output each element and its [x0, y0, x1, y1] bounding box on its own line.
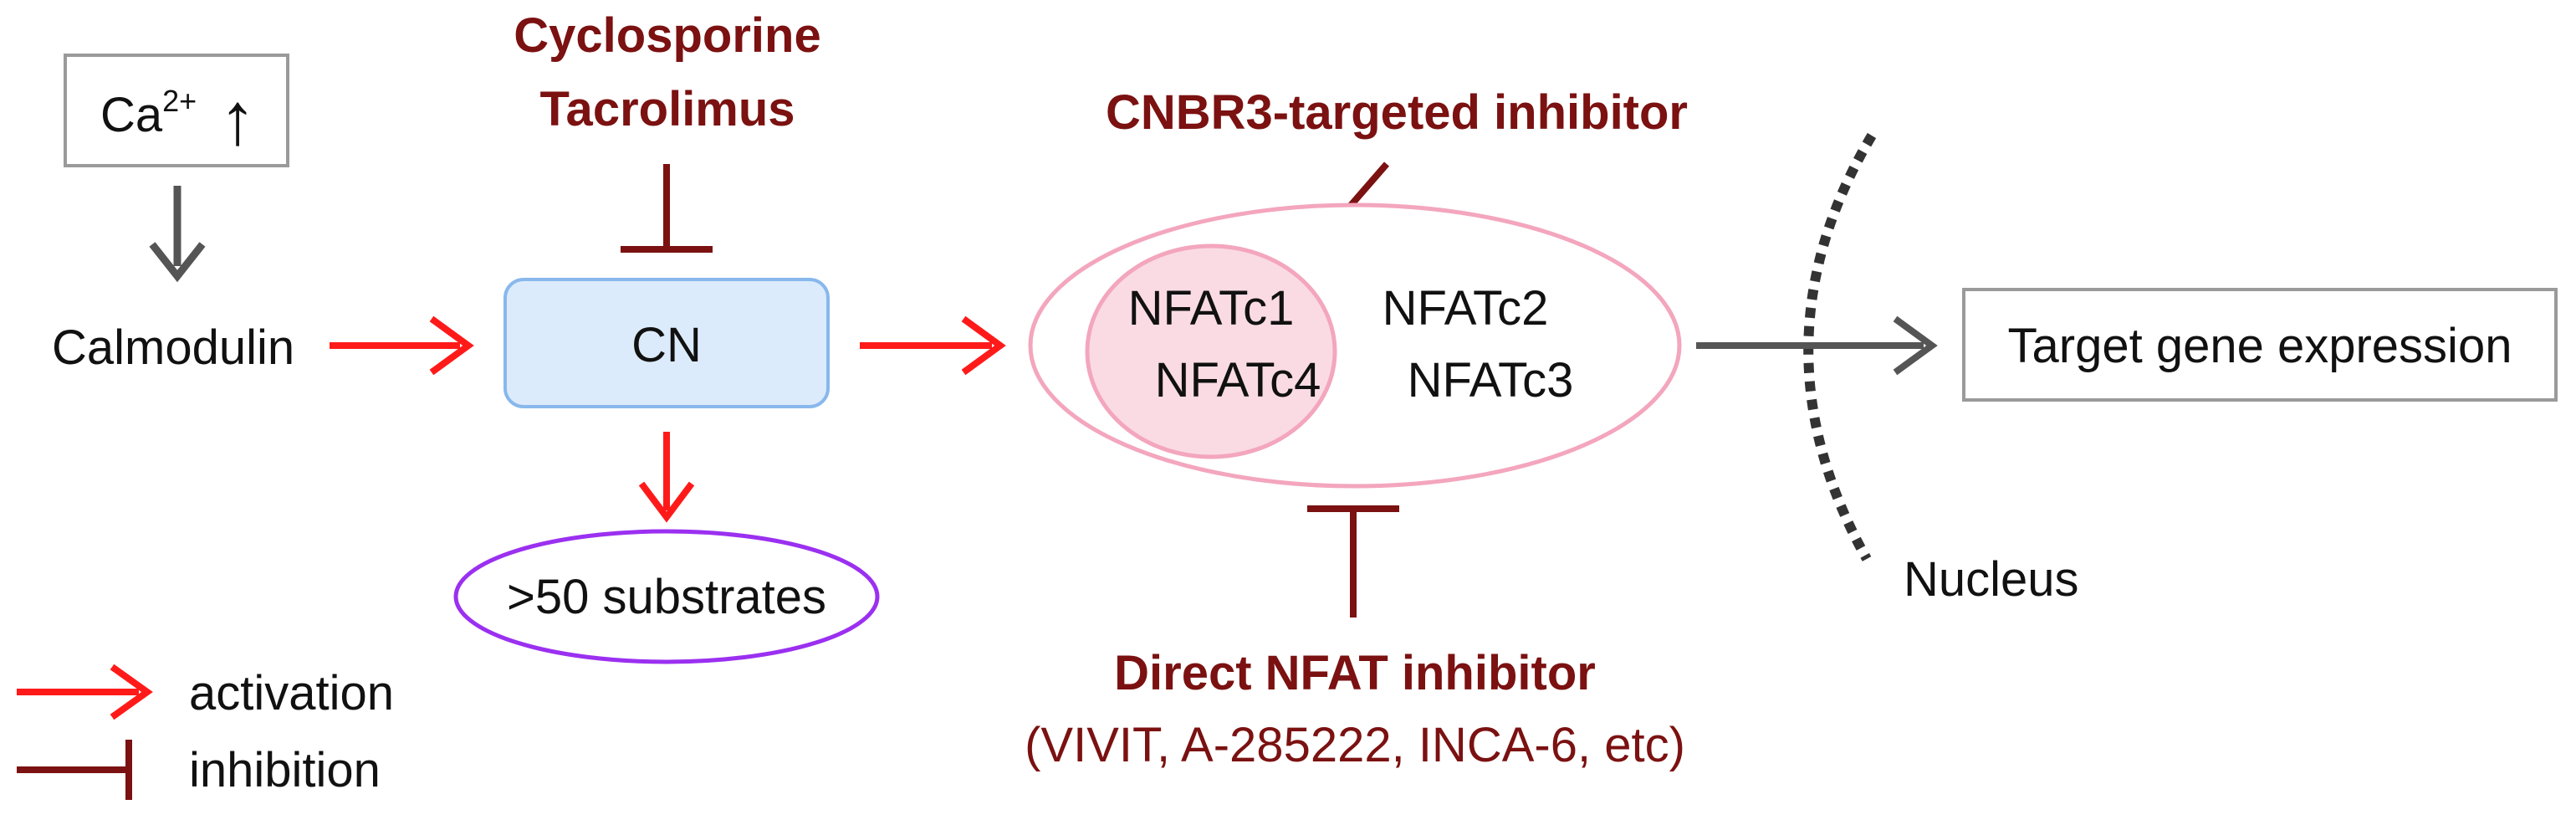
cn-inhibitor-drug-1: Cyclosporine [514, 8, 820, 63]
cn-to-substrates-arrow [638, 432, 695, 523]
direct-nfat-inhibitor-label: Direct NFAT inhibitor [1114, 646, 1596, 700]
nfat-family-node: NFATc1 NFATc4 NFATc2 NFATc3 [1028, 202, 1682, 489]
nfat-inner-ellipse [1085, 243, 1337, 459]
cn-label: CN [631, 318, 702, 372]
target-gene-node: Target gene expression [1962, 288, 2558, 402]
direct-nfat-inhibitor-examples: (VIVIT, A-285222, INCA-6, etc) [1025, 718, 1685, 772]
cn-box [503, 278, 830, 408]
cn-to-nfat-arrow [860, 315, 1006, 376]
nfatc2-label: NFATc2 [1383, 281, 1549, 336]
legend-activation-arrow [17, 664, 153, 720]
cnbr3-inhibitor-label: CNBR3-targeted inhibitor [1106, 85, 1688, 140]
substrates-ellipse [453, 529, 880, 664]
calcium-node: Ca2+ ↑ [64, 54, 289, 167]
target-gene-box [1962, 288, 2558, 402]
cn-inhibition-bar [621, 164, 713, 253]
cn-inhibitor-drug-2: Tacrolimus [539, 82, 795, 136]
nfat-to-target-arrow [1696, 315, 1938, 376]
nfatc4-label: NFATc4 [1155, 353, 1321, 407]
target-gene-label: Target gene expression [2008, 319, 2512, 373]
cn-node: CN [503, 278, 830, 408]
legend: activation inhibition [17, 664, 394, 800]
legend-inhibition-bar [17, 740, 132, 800]
substrates-label: >50 substrates [507, 570, 826, 624]
calmodulin-to-cn-arrow [330, 315, 474, 376]
calcium-to-calmodulin-arrow [149, 186, 206, 283]
calcium-label: Ca2+ [100, 84, 197, 142]
calcium-increase-arrow-icon: ↑ [219, 77, 256, 160]
calmodulin-label: Calmodulin [52, 320, 294, 375]
direct-nfat-inhibition-bar [1307, 505, 1399, 618]
substrates-node: >50 substrates [453, 529, 880, 664]
nucleus-label: Nucleus [1904, 552, 2079, 607]
nfatc3-label: NFATc3 [1408, 353, 1574, 407]
nfatc1-label: NFATc1 [1128, 281, 1295, 336]
calcium-box [64, 54, 289, 167]
legend-activation-label: activation [189, 666, 394, 720]
legend-inhibition-label: inhibition [189, 743, 381, 797]
